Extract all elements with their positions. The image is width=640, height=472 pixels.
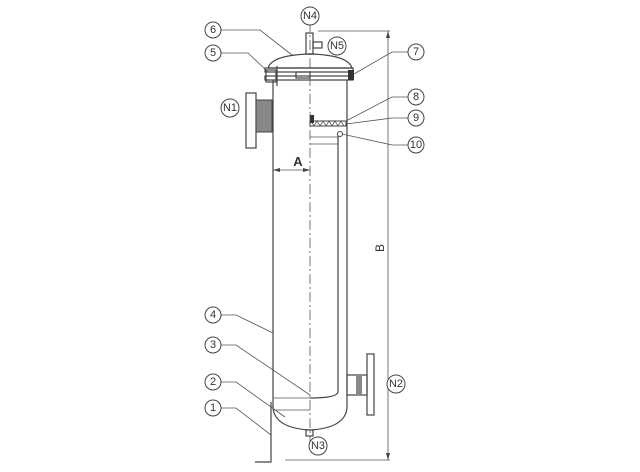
svg-text:N1: N1 xyxy=(223,102,237,114)
nozzle-label-n2: N2 xyxy=(386,374,406,394)
nozzle-label-n5: N5 xyxy=(327,36,347,56)
nozzle-n1 xyxy=(245,92,273,149)
part-label-3: 3 xyxy=(204,336,222,354)
support-leg xyxy=(255,402,272,463)
nozzle-n4 xyxy=(305,32,314,55)
part-label-8: 8 xyxy=(407,88,425,106)
nozzle-n3 xyxy=(305,429,314,437)
svg-text:1: 1 xyxy=(210,402,216,414)
part-label-10: 10 xyxy=(407,136,425,154)
svg-text:N4: N4 xyxy=(303,10,317,22)
svg-text:8: 8 xyxy=(413,91,419,103)
svg-text:N2: N2 xyxy=(389,378,403,390)
vessel-shell xyxy=(272,80,348,431)
nozzle-label-n3: N3 xyxy=(308,436,328,456)
svg-text:N5: N5 xyxy=(330,40,344,52)
part-label-5: 5 xyxy=(204,44,222,62)
svg-text:6: 6 xyxy=(210,24,216,36)
cover-dome xyxy=(264,53,354,86)
nozzle-n5 xyxy=(312,41,323,49)
svg-text:9: 9 xyxy=(413,112,419,124)
svg-text:3: 3 xyxy=(210,339,216,351)
svg-text:10: 10 xyxy=(410,139,422,151)
svg-text:2: 2 xyxy=(210,376,216,388)
part-label-2: 2 xyxy=(204,373,222,391)
filter-basket xyxy=(273,115,347,399)
part-label-7: 7 xyxy=(407,43,425,61)
leader-lines xyxy=(221,29,408,436)
dimension-a-label: A xyxy=(293,154,303,169)
svg-text:5: 5 xyxy=(210,47,216,59)
svg-text:N3: N3 xyxy=(311,440,325,452)
dimension-b-label: B xyxy=(373,244,387,252)
nozzle-label-n1: N1 xyxy=(220,98,240,118)
svg-text:7: 7 xyxy=(413,46,419,58)
dimension-a: A xyxy=(273,154,310,172)
nozzle-label-n4: N4 xyxy=(300,6,320,26)
nozzle-n2 xyxy=(346,353,375,416)
svg-text:4: 4 xyxy=(210,309,216,321)
part-label-9: 9 xyxy=(407,109,425,127)
part-label-1: 1 xyxy=(204,399,222,417)
part-label-4: 4 xyxy=(204,306,222,324)
part-label-6: 6 xyxy=(204,21,222,39)
